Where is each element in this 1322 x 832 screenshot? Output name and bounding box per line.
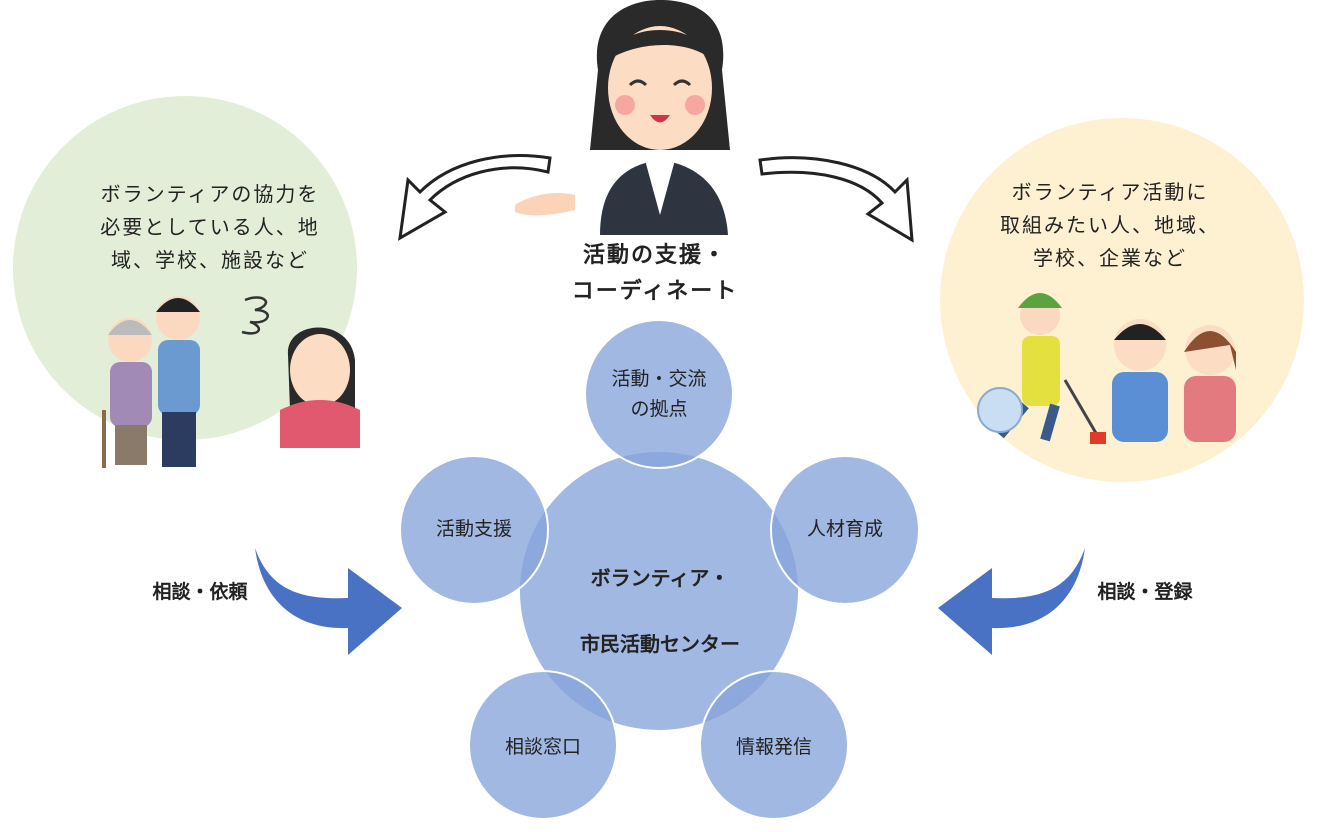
node-left-label: 活動支援 xyxy=(435,518,512,540)
curved-arrow-right-icon xyxy=(758,156,914,243)
left-group-line: ボランティアの協力を xyxy=(100,182,320,206)
node-bottom-right-label: 情報発信 xyxy=(735,736,812,758)
node-right-label: 人材育成 xyxy=(806,518,883,540)
center-line: 市民活動センター xyxy=(580,632,740,656)
node-circle-right xyxy=(770,455,920,605)
center-label: ボランティア・ 市民活動センター xyxy=(540,545,780,677)
left-group-circle xyxy=(13,96,357,440)
center-line: ボランティア・ xyxy=(590,566,730,590)
node-top-line: 活動・交流 xyxy=(611,368,707,390)
node-circle-left xyxy=(399,455,549,605)
volunteers-illustration xyxy=(977,293,1236,444)
right-group-line: 学校、企業など xyxy=(1033,246,1187,270)
node-bottom-left-label: 相談窓口 xyxy=(504,736,581,758)
blue-arrow-right-icon xyxy=(255,548,402,655)
right-group-line: ボランティア活動に xyxy=(1011,180,1209,204)
node-top-label: 活動・交流 の拠点 xyxy=(584,364,734,424)
right-flow-label: 相談・登録 xyxy=(1097,581,1193,603)
node-circle-bottom-right xyxy=(699,670,849,820)
curved-arrow-left-icon xyxy=(398,154,552,241)
right-group-line: 取組みたい人、地域、 xyxy=(1000,213,1220,237)
coordinator-illustration xyxy=(515,0,730,235)
coordinator-line: 活動の支援・ xyxy=(582,243,727,268)
coordinator-label: 活動の支援・ コーディネート xyxy=(520,238,790,310)
people-needing-help-illustration xyxy=(102,296,360,468)
left-group-line: 必要としている人、地 xyxy=(100,215,320,239)
coordinator-line: コーディネート xyxy=(571,279,739,304)
right-group-text: ボランティア活動に 取組みたい人、地域、 学校、企業など xyxy=(940,176,1280,275)
left-group-line: 域、学校、施設など xyxy=(111,248,309,272)
left-group-text: ボランティアの協力を 必要としている人、地 域、学校、施設など xyxy=(40,178,380,277)
blue-arrow-left-icon xyxy=(938,548,1085,655)
node-circle-bottom-left xyxy=(468,670,618,820)
node-circle-top xyxy=(584,319,734,469)
node-top-line: の拠点 xyxy=(630,398,688,420)
center-cluster xyxy=(399,319,920,820)
left-flow-label: 相談・依頼 xyxy=(152,581,248,603)
